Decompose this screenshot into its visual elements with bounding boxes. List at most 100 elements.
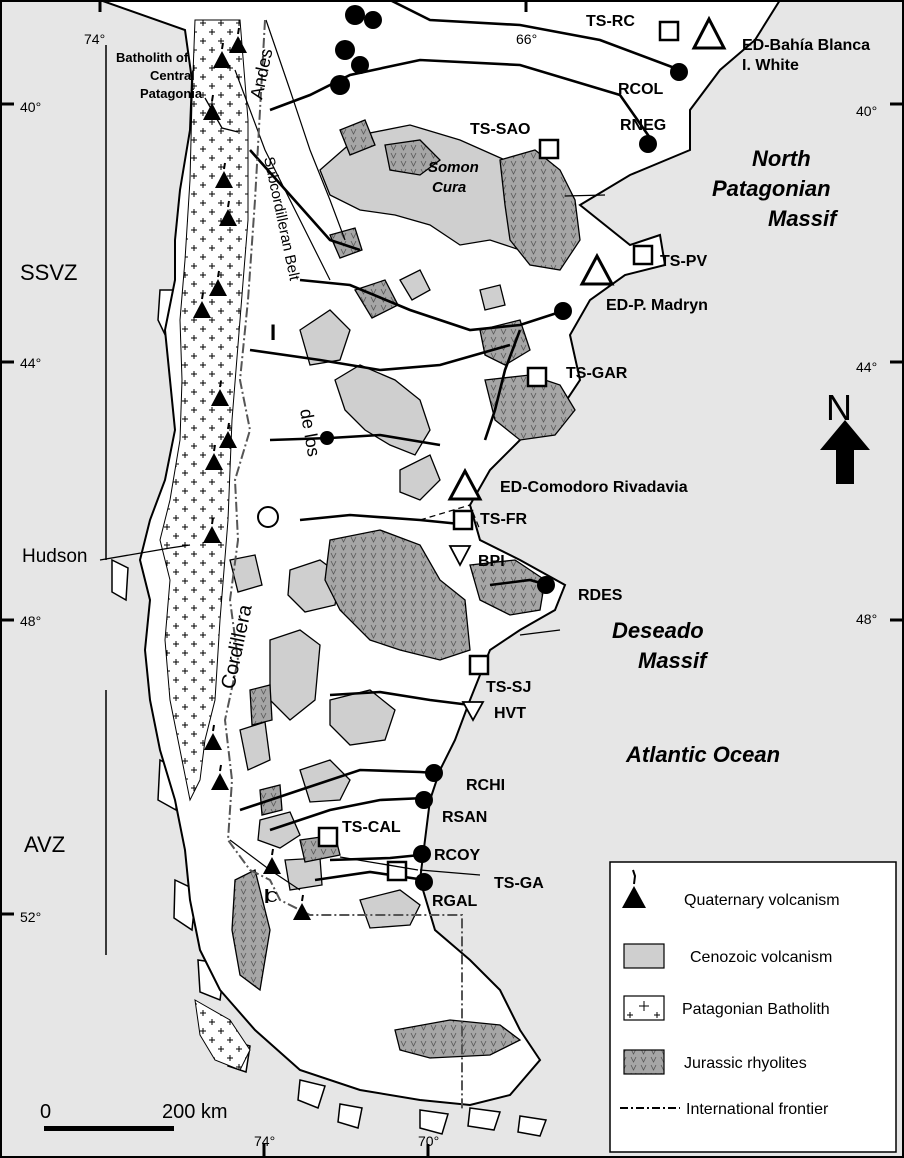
legend-label-quaternary: Quaternary volcanism xyxy=(684,892,840,909)
legend-label-batholith: Patagonian Batholith xyxy=(682,1001,830,1018)
volcano-plume-icon xyxy=(217,270,220,278)
river-station xyxy=(330,75,350,95)
river-station-rchi xyxy=(425,764,443,782)
site-ts-pv xyxy=(632,244,654,266)
volcano-plume-icon xyxy=(213,444,216,452)
lat-label-left-48: 48° xyxy=(20,613,41,629)
open-circle xyxy=(257,506,279,528)
site-ts-sj xyxy=(468,654,490,676)
label-rcol: RCOL xyxy=(618,81,664,98)
legend-label-cenozoic: Cenozoic volcanism xyxy=(690,949,832,966)
zone-ssvz: SSVZ xyxy=(20,260,77,285)
lat-label-left-44: 44° xyxy=(20,355,41,371)
label-ts-rc: TS-RC xyxy=(586,13,635,30)
hudson-label: Hudson xyxy=(22,546,88,567)
river-station xyxy=(320,431,334,445)
leader-lines xyxy=(99,97,606,876)
label-bpi: BPI xyxy=(478,553,505,570)
international-frontier xyxy=(223,19,463,1110)
quaternary-volcano-icon xyxy=(203,526,221,543)
quaternary-volcano-icon xyxy=(209,279,227,296)
label-ts-fr: TS-FR xyxy=(480,511,528,528)
lat-label-left-40: 40° xyxy=(20,99,41,115)
volcano-plume-icon xyxy=(201,292,204,300)
scale-bar-line xyxy=(44,1126,174,1131)
label-ed-bahia-2: I. White xyxy=(742,57,799,74)
quaternary-volcano-icon xyxy=(215,171,233,188)
rivers-and-faults xyxy=(239,0,681,882)
label-rneg: RNEG xyxy=(620,117,666,134)
cenozoic-volcanism xyxy=(229,124,556,929)
quaternary-volcano-icon xyxy=(263,857,281,874)
legend-swatch-batholith-crosses xyxy=(627,1001,660,1018)
legend-swatch-cenozoic xyxy=(623,943,665,969)
label-ts-sao: TS-SAO xyxy=(470,121,530,138)
river-station-madryn xyxy=(554,302,572,320)
roman-numeral-i-south: I xyxy=(264,886,270,908)
deseado-massif-label-2: Massif xyxy=(638,648,709,673)
quaternary-volcano-icon xyxy=(211,773,229,790)
site-ts-sao xyxy=(538,138,560,160)
quaternary-volcano-icon xyxy=(193,301,211,318)
label-ed-madryn: ED-P. Madryn xyxy=(606,297,708,314)
label-rgal: RGAL xyxy=(432,893,478,910)
lon-label-top-66: 66° xyxy=(516,31,537,47)
site-ts-ga xyxy=(386,860,408,882)
volcano-plume-icon xyxy=(301,894,304,902)
volcano-plume-icon xyxy=(219,380,222,388)
lat-label-right-48: 48° xyxy=(856,611,877,627)
river-station xyxy=(335,40,355,60)
batholith-central-label-3: Patagonia xyxy=(140,86,203,101)
atlantic-ocean-label: Atlantic Ocean xyxy=(625,742,780,767)
site-ts-rc xyxy=(658,20,680,42)
letter-c: C xyxy=(266,889,278,906)
volcano-plume-icon xyxy=(271,848,274,856)
zone-avz: AVZ xyxy=(24,832,65,857)
quaternary-volcano-icon xyxy=(229,36,247,53)
lat-label-right-44: 44° xyxy=(856,359,877,375)
volcano-plume-icon xyxy=(227,422,230,430)
north-massif-label-1: North xyxy=(752,146,811,171)
lon-label-bottom-74: 74° xyxy=(254,1133,275,1149)
ed-sites xyxy=(447,15,727,501)
river-station-rneg xyxy=(639,135,657,153)
label-ts-cal: TS-CAL xyxy=(342,819,401,836)
legend-volcano-plume xyxy=(632,869,637,885)
lat-label-right-40: 40° xyxy=(856,103,877,119)
river-station xyxy=(351,56,369,74)
label-ed-bahia-1: ED-Bahía Blanca xyxy=(742,37,870,54)
river-stations xyxy=(320,5,688,891)
label-ts-gar: TS-GAR xyxy=(566,365,628,382)
volcano-plume-icon xyxy=(219,764,222,772)
river-station xyxy=(345,5,365,25)
north-arrow-icon xyxy=(820,420,870,484)
north-massif-label-3: Massif xyxy=(768,206,839,231)
scale-zero: 0 xyxy=(40,1101,51,1123)
volcano-plume-icon xyxy=(211,517,214,525)
coordinate-labels: 74° 66° 74° 70° 40° 44° 48° 52° 40° 44° … xyxy=(20,31,877,1149)
quaternary-volcano-icon xyxy=(293,903,311,920)
site-ts-cal xyxy=(317,826,339,848)
quaternary-volcano-icon xyxy=(213,51,231,68)
river-station-rcol xyxy=(670,63,688,81)
label-hvt: HVT xyxy=(494,705,526,722)
legend: Quaternary volcanism Cenozoic volcanism … xyxy=(609,861,897,1153)
site-ts-fr xyxy=(452,509,474,531)
somon-cura-label-2: Cura xyxy=(432,179,466,196)
label-ts-sj: TS-SJ xyxy=(486,679,531,696)
label-ts-pv: TS-PV xyxy=(660,253,707,270)
label-ts-ga: TS-GA xyxy=(494,875,544,892)
scale-bar: 0 200 km xyxy=(40,1101,228,1131)
quaternary-volcano-icon xyxy=(211,389,229,406)
river-station-rcoy xyxy=(413,845,431,863)
legend-volcano-icon xyxy=(622,886,646,908)
river-station-rdes xyxy=(537,576,555,594)
ts-sites xyxy=(317,20,680,882)
label-rsan: RSAN xyxy=(442,809,487,826)
label-rchi: RCHI xyxy=(466,777,505,794)
volcano-plume-icon xyxy=(237,27,240,35)
quaternary-volcanoes xyxy=(193,27,311,920)
